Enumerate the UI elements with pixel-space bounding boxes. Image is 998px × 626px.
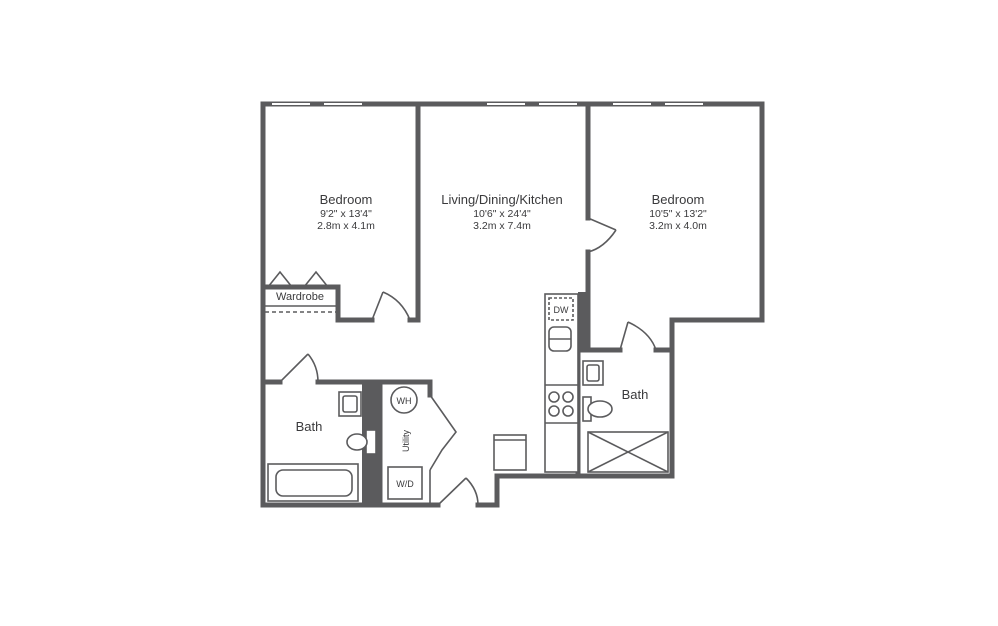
door-bath-right[interactable]: [619, 321, 657, 351]
door-bedroom-right[interactable]: [587, 217, 617, 253]
kitchen-counter: DW: [544, 293, 579, 473]
washer-dryer-label: W/D: [396, 479, 414, 489]
wardrobe: Wardrobe: [265, 291, 336, 313]
kitchen-wall-block: [578, 292, 588, 350]
room-dim-imperial: 10'5" x 13'2": [649, 208, 707, 220]
bathtub: [267, 463, 359, 502]
room-dim-imperial: 10'6" x 24'4": [473, 208, 531, 220]
room-label-bedroom-left: Bedroom 9'2" x 13'4" 2.8m x 4.1m: [317, 192, 375, 232]
room-label-bedroom-right: Bedroom 10'5" x 13'2" 3.2m x 4.0m: [649, 192, 707, 232]
toilet-left: [346, 429, 377, 455]
doors: [267, 217, 657, 506]
shower: [587, 431, 669, 473]
bath-left-fixtures: [267, 391, 377, 502]
bath-right-fixtures: [582, 360, 669, 473]
door-entry[interactable]: [437, 477, 479, 506]
room-name: Bedroom: [320, 192, 373, 207]
water-heater-label: WH: [397, 396, 412, 406]
door-bedroom-left[interactable]: [371, 291, 411, 321]
room-dim-metric: 2.8m x 4.1m: [317, 220, 375, 232]
cooktop: [545, 384, 578, 424]
washer-dryer: [387, 466, 423, 500]
toilet-right: [582, 396, 613, 422]
water-heater: [390, 386, 418, 414]
door-utility[interactable]: [429, 394, 457, 505]
door-wardrobe[interactable]: [267, 270, 329, 288]
dishwasher: [548, 297, 574, 321]
room-name: Bedroom: [652, 192, 705, 207]
room-dim-imperial: 9'2" x 13'4": [320, 208, 372, 220]
utility-fixtures: WH W/D Utility: [387, 386, 423, 500]
room-dim-metric: 3.2m x 4.0m: [649, 220, 707, 232]
room-name: Living/Dining/Kitchen: [441, 192, 562, 207]
refrigerator: [493, 434, 527, 471]
door-bath-left[interactable]: [279, 353, 319, 383]
room-label-living: Living/Dining/Kitchen 10'6" x 24'4" 3.2m…: [441, 192, 562, 232]
utility-label: Utility: [401, 430, 411, 452]
room-label-bath-right: Bath: [622, 387, 649, 402]
room-dim-metric: 3.2m x 7.4m: [473, 220, 531, 232]
dishwasher-label: DW: [554, 305, 569, 315]
wardrobe-label: Wardrobe: [276, 291, 324, 303]
room-label-bath-left: Bath: [296, 419, 323, 434]
